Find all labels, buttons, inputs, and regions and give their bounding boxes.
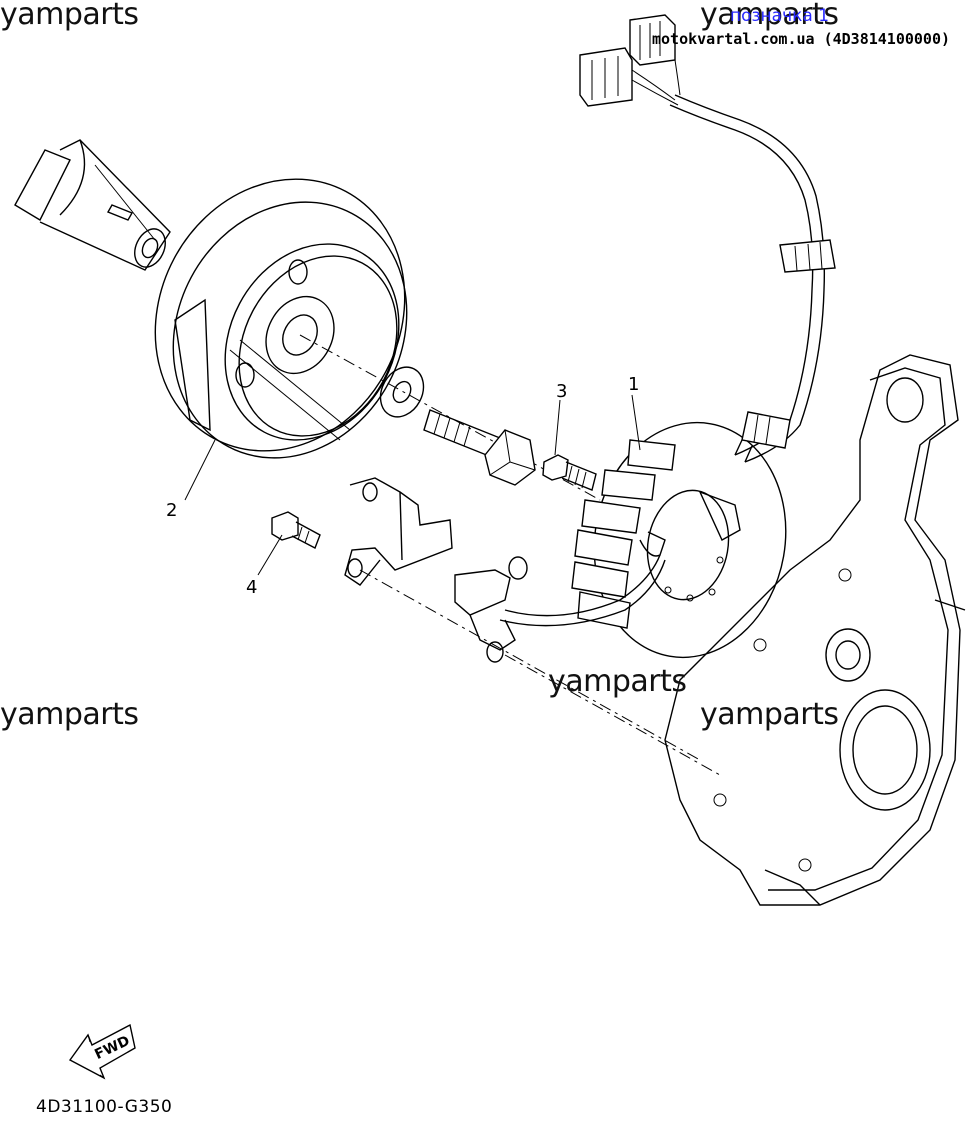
leader-line (554, 399, 561, 456)
pickup-coil (454, 554, 666, 663)
crankshaft-end (14, 139, 171, 271)
pickup-bracket (344, 477, 453, 586)
axis-centerline (359, 569, 701, 761)
watermark: yamparts (0, 0, 139, 32)
watermark: yamparts (548, 664, 687, 699)
wire-harness (669, 94, 836, 463)
stator-coil (571, 421, 787, 659)
fwd-arrow-icon (68, 1023, 136, 1080)
stator-bolt (542, 454, 597, 491)
callout-number: 4 (246, 577, 258, 598)
axis-centerline (504, 654, 721, 776)
callout-number: 2 (166, 500, 178, 521)
leader-line (257, 534, 283, 576)
watermark: yamparts (700, 0, 839, 32)
source-label: motokvartal.com.ua (4D3814100000) (652, 30, 951, 48)
callout-number: 1 (628, 374, 640, 395)
callout-number: 3 (556, 381, 568, 402)
leader-line (184, 439, 216, 501)
leader-line (631, 394, 641, 451)
watermark: yamparts (0, 697, 139, 732)
crankcase-cover (664, 354, 966, 906)
washer (379, 366, 425, 418)
wire-connector (579, 14, 681, 107)
watermark: yamparts (700, 697, 839, 732)
bracket-screw (271, 511, 321, 549)
reference-link[interactable]: позначка 1 (730, 6, 830, 26)
diagram-code: 4D31100-G350 (36, 1097, 173, 1117)
flywheel-rotor (154, 178, 408, 459)
flywheel-bolt (423, 409, 536, 486)
